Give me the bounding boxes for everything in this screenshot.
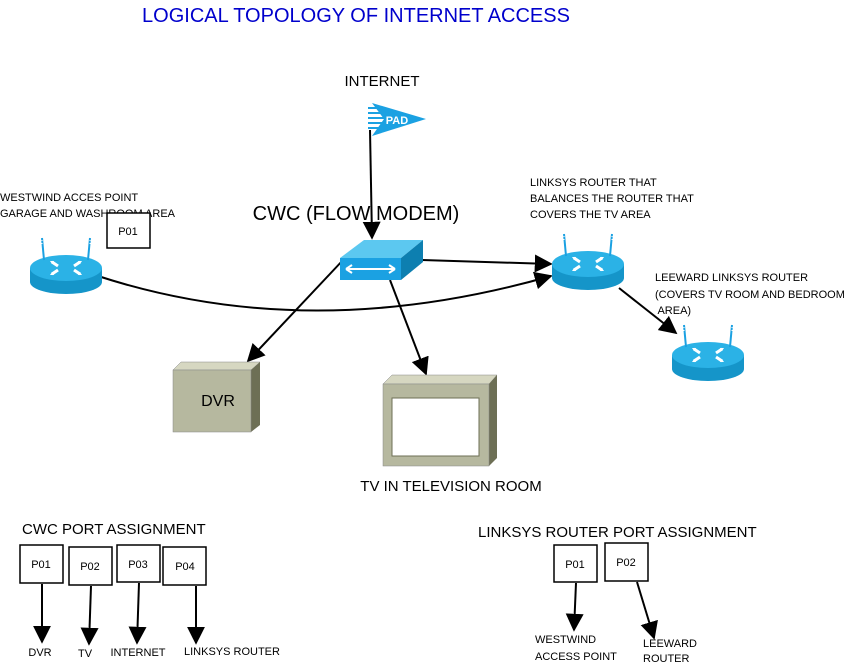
pad-label: PAD: [386, 115, 408, 127]
leeward-router-icon: [670, 322, 746, 383]
cwc-port-p04: P04 LINKSYS ROUTER: [162, 546, 280, 658]
dvr-box-icon: DVR: [172, 361, 261, 433]
cwc-port-target: DVR: [28, 647, 51, 659]
cwc-to-tv-link: [389, 279, 429, 376]
cwc-port-p03: P03 INTERNET: [111, 544, 166, 659]
leeward-label-line3: AREA): [655, 305, 691, 317]
cwc-port-label: P04: [175, 561, 195, 573]
westwind-port-box: [106, 212, 151, 249]
pad-icon: PAD: [368, 103, 426, 136]
cwc-label: CWC (FLOW MODEM): [253, 203, 460, 225]
linksys-port-p02: P02 LEEWARD ROUTER: [604, 542, 697, 665]
cwc-port-target: LINKSYS ROUTER: [184, 646, 280, 658]
linksys-port-target-line1: WESTWIND: [535, 634, 596, 646]
cwc-port-label: P02: [80, 561, 100, 573]
cwc-port-label: P01: [31, 559, 51, 571]
linksys-port-p01: P01 WESTWIND ACCESS POINT: [535, 544, 617, 663]
diagram-title: LOGICAL TOPOLOGY OF INTERNET ACCESS: [142, 5, 570, 27]
cwc-port-p01: P01 DVR: [19, 544, 64, 659]
linksys-port-target-line1: LEEWARD: [643, 638, 697, 650]
internet-to-cwc-link: [362, 129, 381, 240]
cwc-port-label: P03: [128, 559, 148, 571]
dvr-label: DVR: [201, 393, 235, 410]
tv-label: TV IN TELEVISION ROOM: [360, 478, 541, 495]
westwind-port-tag: P01: [118, 226, 138, 238]
cwc-port-target: INTERNET: [111, 647, 166, 659]
leeward-label-line2: (COVERS TV ROOM AND BEDROOM: [655, 289, 845, 301]
internet-label: INTERNET: [345, 73, 420, 90]
tv-icon: [382, 374, 498, 467]
cwc-port-target: TV: [78, 648, 93, 660]
westwind-to-linksys-link: [97, 271, 553, 312]
linksys-ports-heading: LINKSYS ROUTER PORT ASSIGNMENT: [478, 524, 757, 541]
cwc-port-p02: P02 TV: [68, 546, 113, 660]
westwind-label-line1: WESTWIND ACCES POINT: [0, 192, 138, 204]
linksys-label-line3: COVERS THE TV AREA: [530, 209, 651, 221]
linksys-port-target-line2: ACCESS POINT: [535, 651, 617, 663]
linksys-port-target-line2: ROUTER: [643, 653, 690, 665]
westwind-router-icon: [28, 235, 104, 296]
cwc-to-linksys-link: [421, 254, 553, 273]
linksys-to-leeward-link: [618, 287, 678, 335]
linksys-label-line1: LINKSYS ROUTER THAT: [530, 177, 657, 189]
linksys-label-line2: BALANCES THE ROUTER THAT: [530, 193, 694, 205]
linksys-router-icon: [550, 231, 626, 292]
cwc-modem-icon: [340, 240, 423, 280]
cwc-ports-heading: CWC PORT ASSIGNMENT: [22, 521, 206, 538]
linksys-port-label: P01: [565, 559, 585, 571]
linksys-port-label: P02: [616, 557, 636, 569]
leeward-label-line1: LEEWARD LINKSYS ROUTER: [655, 272, 808, 284]
